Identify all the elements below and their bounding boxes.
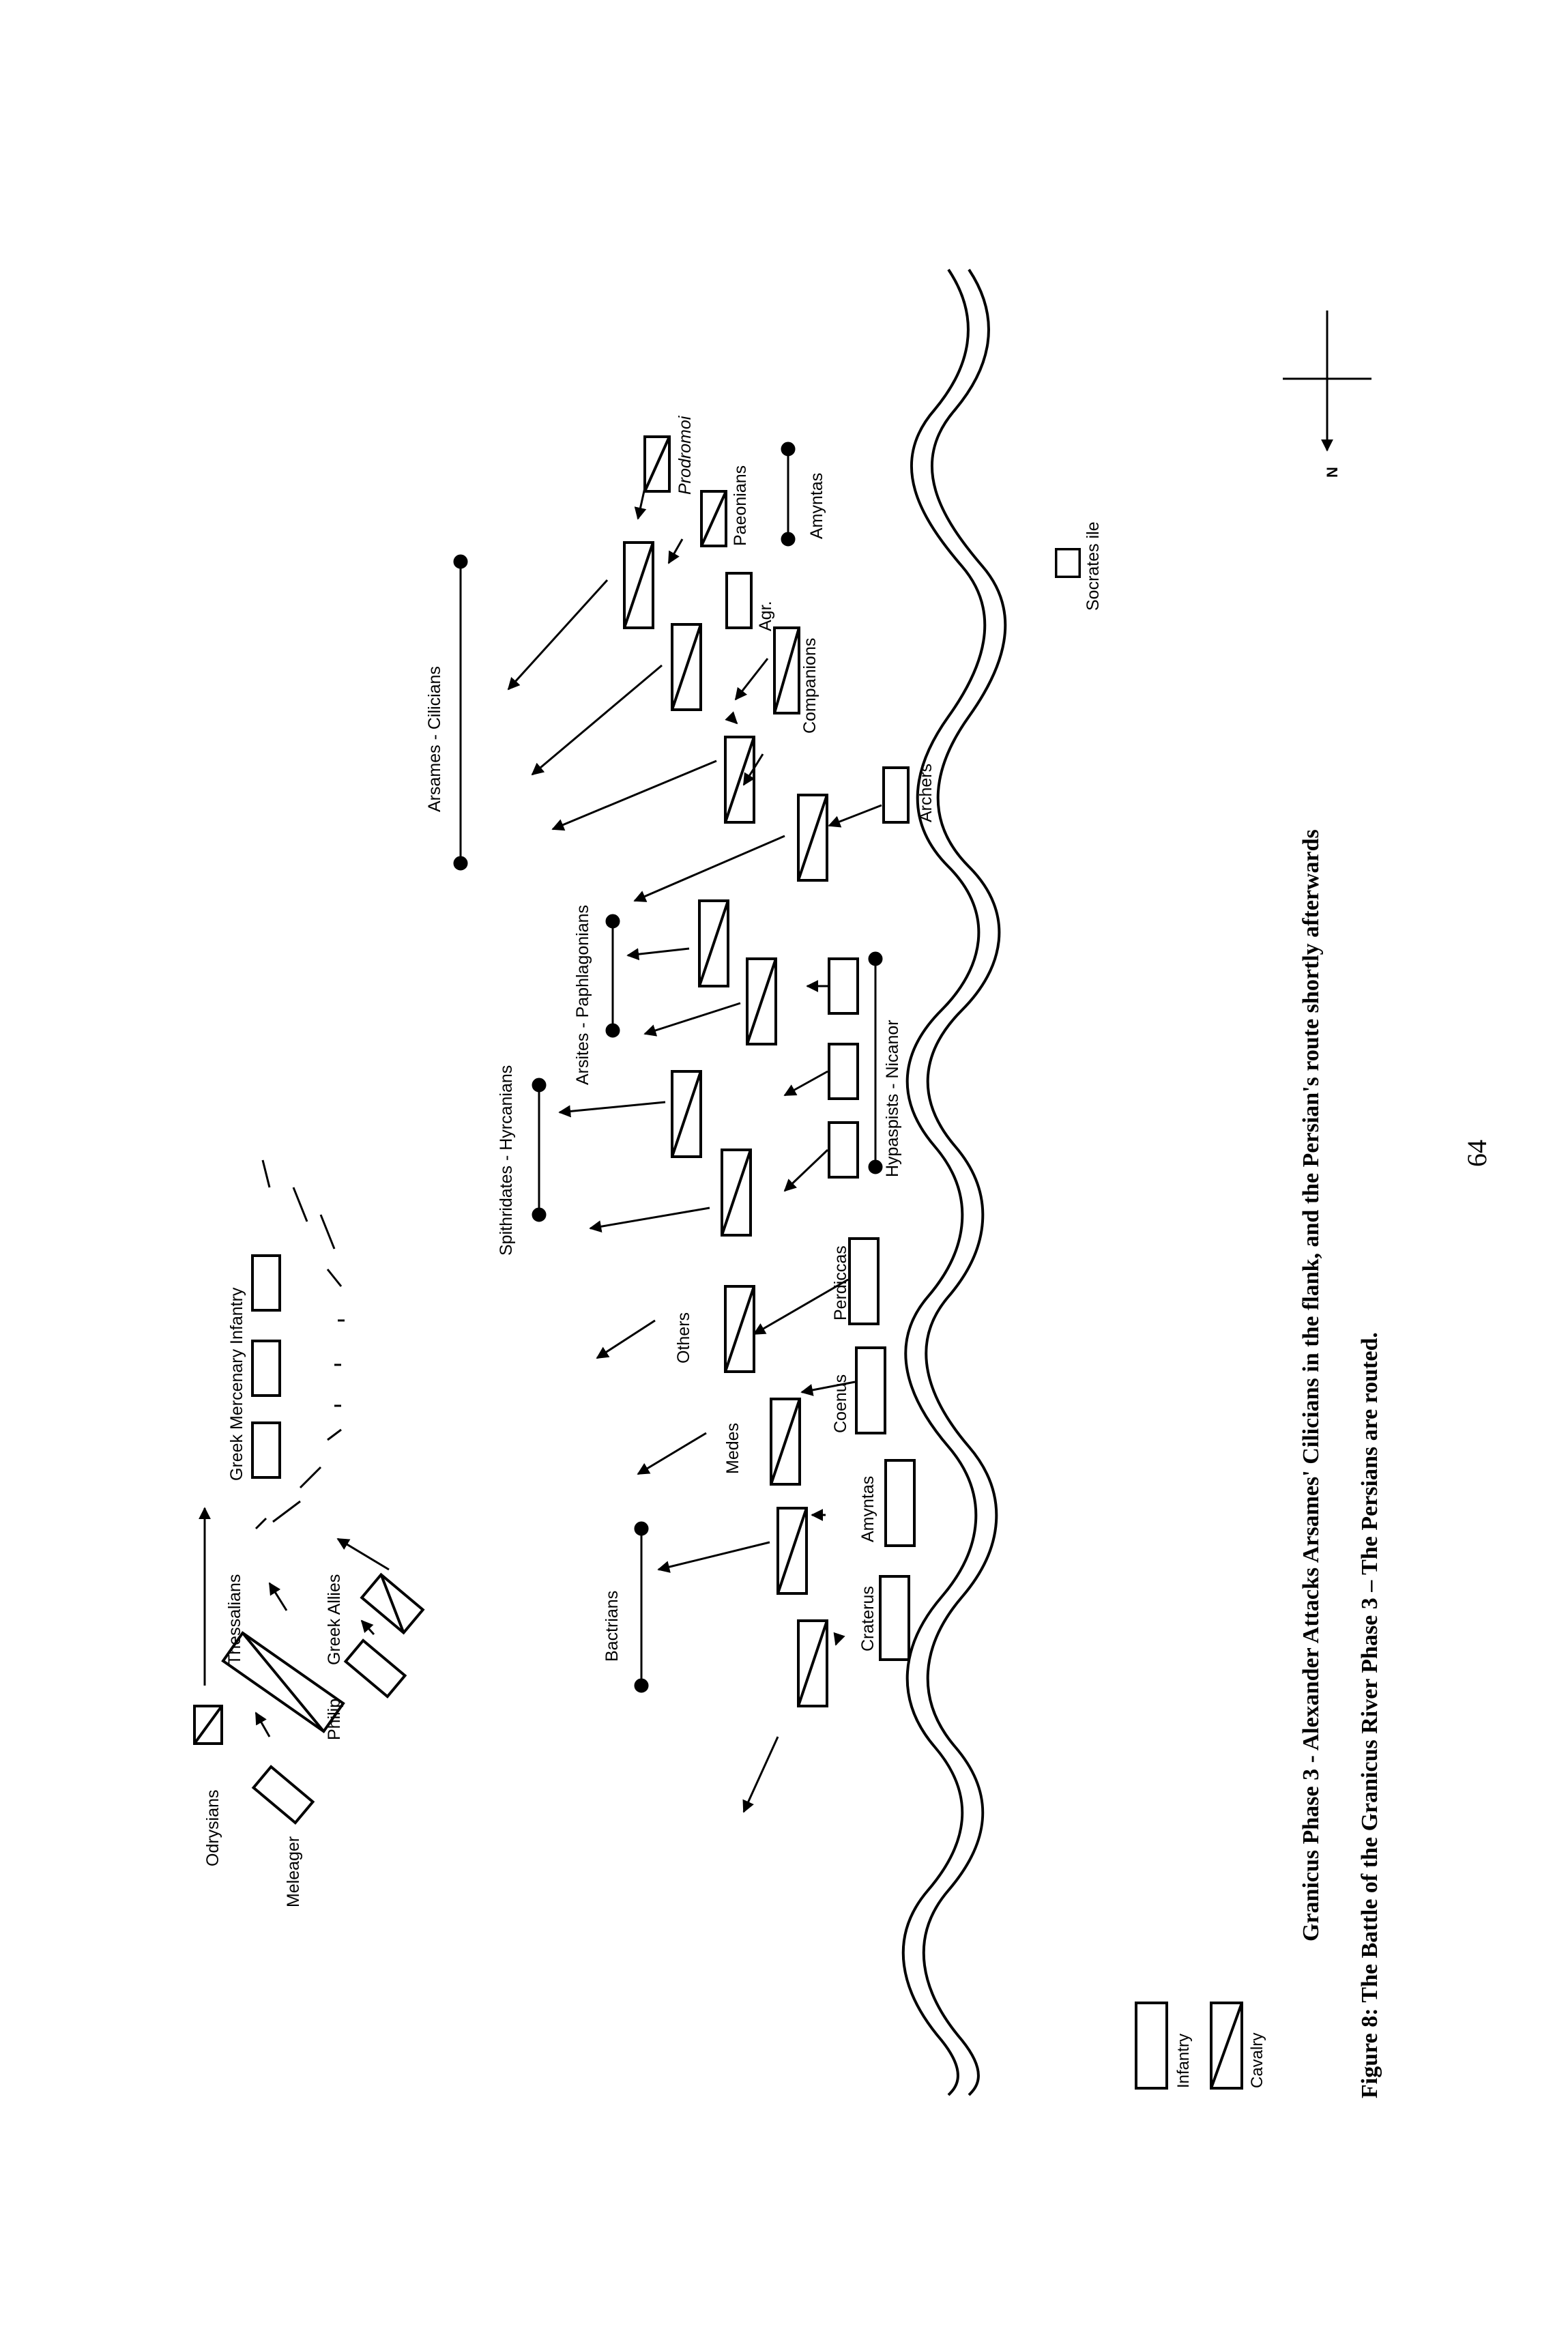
mercenary-dashes [255, 1159, 345, 1530]
infantry-units [251, 572, 916, 1661]
label-medes: Medes [723, 1423, 742, 1474]
compass [1283, 311, 1371, 452]
legend: Infantry Cavalry [1135, 2002, 1266, 2090]
label-odrysians: Odrysians [203, 1789, 222, 1866]
cavalry-units [193, 435, 1081, 1745]
caption-figure: Figure 8: The Battle of the Granicus Riv… [1357, 1332, 1382, 2098]
legend-infantry-swatch [1135, 2002, 1168, 2090]
infantry-rotated [251, 1638, 407, 1825]
label-thessalians: Thessalians [225, 1574, 244, 1665]
label-perdiccas: Perdiccas [831, 1245, 850, 1320]
label-arsites-paphlagonians: Arsites - Paphlagonians [573, 905, 592, 1085]
label-philip: Philip [325, 1699, 344, 1740]
label-prodromoi: Prodromoi [676, 415, 695, 495]
label-socrates-ile: Socrates ile [1084, 521, 1103, 611]
label-others: Others [674, 1312, 693, 1363]
caption-title: Granicus Phase 3 - Alexander Attacks Ars… [1298, 829, 1324, 1941]
label-coenus: Coenus [831, 1374, 850, 1433]
label-agr: Agr. [756, 601, 775, 631]
label-greek-allies: Greek Allies [325, 1574, 344, 1665]
compass-north-label: N [1324, 467, 1341, 478]
legend-cavalry-swatch [1210, 2002, 1243, 2090]
persian-lines [453, 442, 883, 1693]
label-paeonians: Paeonians [731, 465, 750, 546]
label-companions: Companions [800, 638, 819, 734]
label-amyntas-flank: Amyntas [807, 473, 826, 539]
legend-infantry-label: Infantry [1174, 2034, 1193, 2088]
label-greek-mercenary-infantry: Greek Mercenary Infantry [227, 1287, 246, 1481]
label-arsames-cilicians: Arsames - Cilicians [425, 666, 444, 812]
unit-labels: Odrysians Meleager Thessalians Philip Gr… [203, 415, 1103, 1907]
label-amyntas: Amyntas [858, 1476, 877, 1542]
page-number: 64 [1462, 1140, 1492, 1167]
movement-arrows [199, 487, 882, 1813]
label-archers: Archers [916, 764, 935, 822]
label-hypaspists-nicanor: Hypaspists - Nicanor [883, 1020, 902, 1177]
label-spithridates-hyrcanians: Spithridates - Hyrcanians [497, 1065, 516, 1256]
socrates-ile-unit [1055, 548, 1081, 578]
legend-cavalry-label: Cavalry [1248, 2033, 1266, 2088]
cavalry-rotated [221, 1572, 425, 1733]
label-meleager: Meleager [284, 1836, 303, 1907]
river [901, 268, 1007, 2096]
label-bactrians: Bactrians [602, 1591, 622, 1662]
label-craterus: Craterus [858, 1586, 877, 1651]
